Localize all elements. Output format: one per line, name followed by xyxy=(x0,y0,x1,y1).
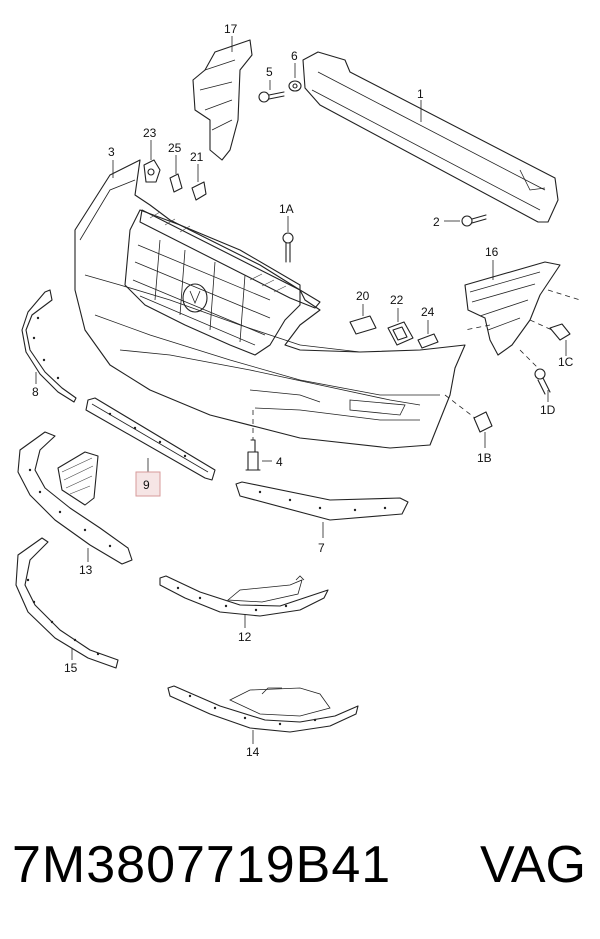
part-9-spoiler-strip xyxy=(85,397,216,481)
part-1c-clip xyxy=(549,323,571,341)
part-13-lower-panel xyxy=(17,431,133,565)
callout-15: 15 xyxy=(64,661,78,675)
part-25-clip xyxy=(169,173,183,193)
callout-23: 23 xyxy=(143,126,157,140)
part-1b-clip xyxy=(473,411,493,433)
part-22-frame xyxy=(387,321,414,346)
callout-4: 4 xyxy=(276,455,283,469)
part-15-lower-trim xyxy=(15,537,119,669)
part-8-trim-strip xyxy=(21,289,77,403)
part-3-bumper-cover xyxy=(74,159,466,449)
callout-2: 2 xyxy=(433,215,440,229)
part-2-screw xyxy=(461,214,487,227)
callout-24: 24 xyxy=(421,305,435,319)
highlight-box xyxy=(135,471,161,497)
callout-25: 25 xyxy=(168,141,182,155)
part-20-plug xyxy=(349,315,377,335)
part-12-spoiler-lip xyxy=(159,575,329,617)
part-1a-screw xyxy=(282,232,294,263)
callout-1c: 1C xyxy=(558,355,574,369)
callout-7: 7 xyxy=(318,541,325,555)
bumper-exploded-diagram: 1 2 5 6 17 23 25 21 xyxy=(15,22,581,759)
part-number: 7M3807719B41 xyxy=(12,836,392,894)
callout-21: 21 xyxy=(190,150,204,164)
callout-1d: 1D xyxy=(540,403,556,417)
callout-1b: 1B xyxy=(477,451,492,465)
callout-6: 6 xyxy=(291,49,298,63)
part-4-pin xyxy=(245,439,261,471)
part-14-underbody-panel xyxy=(167,685,359,733)
part-7-lower-strip xyxy=(235,481,409,521)
footer: 7M3807719B41 VAG xyxy=(0,820,600,910)
part-5-screw xyxy=(258,91,285,103)
part-1-impact-bar xyxy=(302,51,559,223)
callout-8: 8 xyxy=(32,385,39,399)
callout-14: 14 xyxy=(246,745,260,759)
callout-1: 1 xyxy=(417,87,424,101)
part-1d-screw xyxy=(534,368,551,395)
callout-1a: 1A xyxy=(279,202,294,216)
brand-label: VAG xyxy=(480,836,586,894)
callout-16: 16 xyxy=(485,245,499,259)
callout-17: 17 xyxy=(224,22,238,36)
part-16-side-bracket xyxy=(464,261,561,356)
part-23-bracket xyxy=(143,159,161,183)
callout-13: 13 xyxy=(79,563,93,577)
part-24-cap xyxy=(417,333,439,349)
callout-12: 12 xyxy=(238,630,252,644)
callout-9: 9 xyxy=(143,478,150,492)
callout-5: 5 xyxy=(266,65,273,79)
callout-3: 3 xyxy=(108,145,115,159)
callout-20: 20 xyxy=(356,289,370,303)
callout-22: 22 xyxy=(390,293,404,307)
part-17-bracket xyxy=(192,39,253,161)
part-6-washer xyxy=(288,80,302,92)
part-21-cap xyxy=(191,181,207,201)
